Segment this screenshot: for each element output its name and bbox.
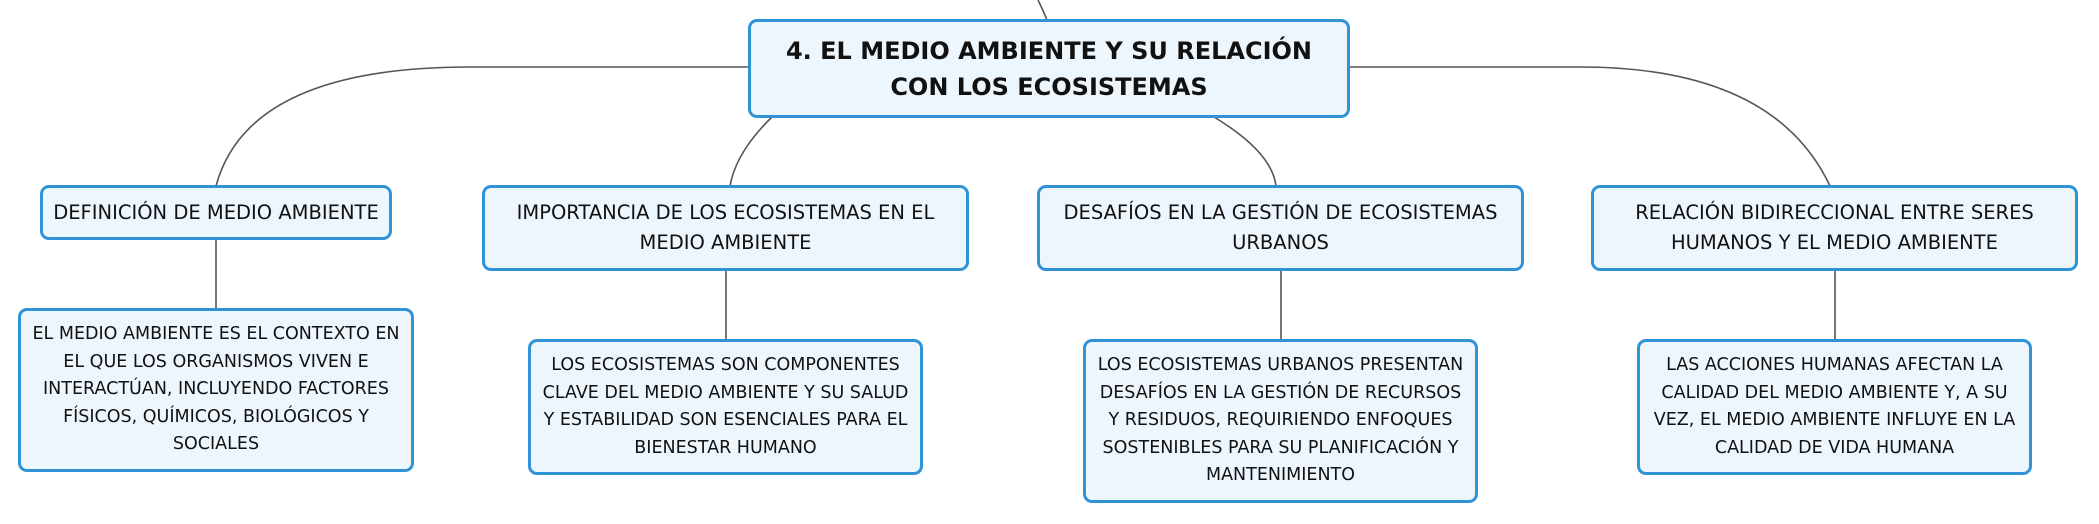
branch-definicion[interactable]: DEFINICIÓN DE MEDIO AMBIENTE <box>40 185 392 240</box>
detail-text: LOS ECOSISTEMAS SON COMPONENTES CLAVE DE… <box>542 355 909 458</box>
detail-definicion[interactable]: EL MEDIO AMBIENTE ES EL CONTEXTO EN EL Q… <box>18 308 414 472</box>
detail-desafios[interactable]: LOS ECOSISTEMAS URBANOS PRESENTAN DESAFÍ… <box>1083 339 1478 503</box>
detail-text: EL MEDIO AMBIENTE ES EL CONTEXTO EN EL Q… <box>32 324 400 455</box>
detail-text: LOS ECOSISTEMAS URBANOS PRESENTAN DESAFÍ… <box>1097 355 1464 486</box>
detail-importancia[interactable]: LOS ECOSISTEMAS SON COMPONENTES CLAVE DE… <box>528 339 923 475</box>
root-topic-label: 4. EL MEDIO AMBIENTE Y SU RELACIÓN CON L… <box>785 36 1313 101</box>
branch-relacion[interactable]: RELACIÓN BIDIRECCIONAL ENTRE SERES HUMAN… <box>1591 185 2078 271</box>
branch-desafios[interactable]: DESAFÍOS EN LA GESTIÓN DE ECOSISTEMAS UR… <box>1037 185 1524 271</box>
link-root-to-branch-2 <box>729 116 773 187</box>
link-root-to-branch-3 <box>1213 116 1277 187</box>
detail-relacion[interactable]: LAS ACCIONES HUMANAS AFECTAN LA CALIDAD … <box>1637 339 2032 475</box>
branch-label: DEFINICIÓN DE MEDIO AMBIENTE <box>53 200 379 224</box>
branch-label: IMPORTANCIA DE LOS ECOSISTEMAS EN EL MED… <box>516 201 935 254</box>
branch-importancia[interactable]: IMPORTANCIA DE LOS ECOSISTEMAS EN EL MED… <box>482 185 969 271</box>
branch-label: DESAFÍOS EN LA GESTIÓN DE ECOSISTEMAS UR… <box>1063 201 1498 254</box>
branch-label: RELACIÓN BIDIRECCIONAL ENTRE SERES HUMAN… <box>1635 201 2034 254</box>
link-root-to-branch-1 <box>215 66 750 187</box>
link-parent-to-root <box>1037 0 1048 21</box>
link-root-to-branch-4 <box>1349 66 1831 187</box>
detail-text: LAS ACCIONES HUMANAS AFECTAN LA CALIDAD … <box>1653 355 2016 458</box>
root-topic[interactable]: 4. EL MEDIO AMBIENTE Y SU RELACIÓN CON L… <box>748 19 1350 118</box>
